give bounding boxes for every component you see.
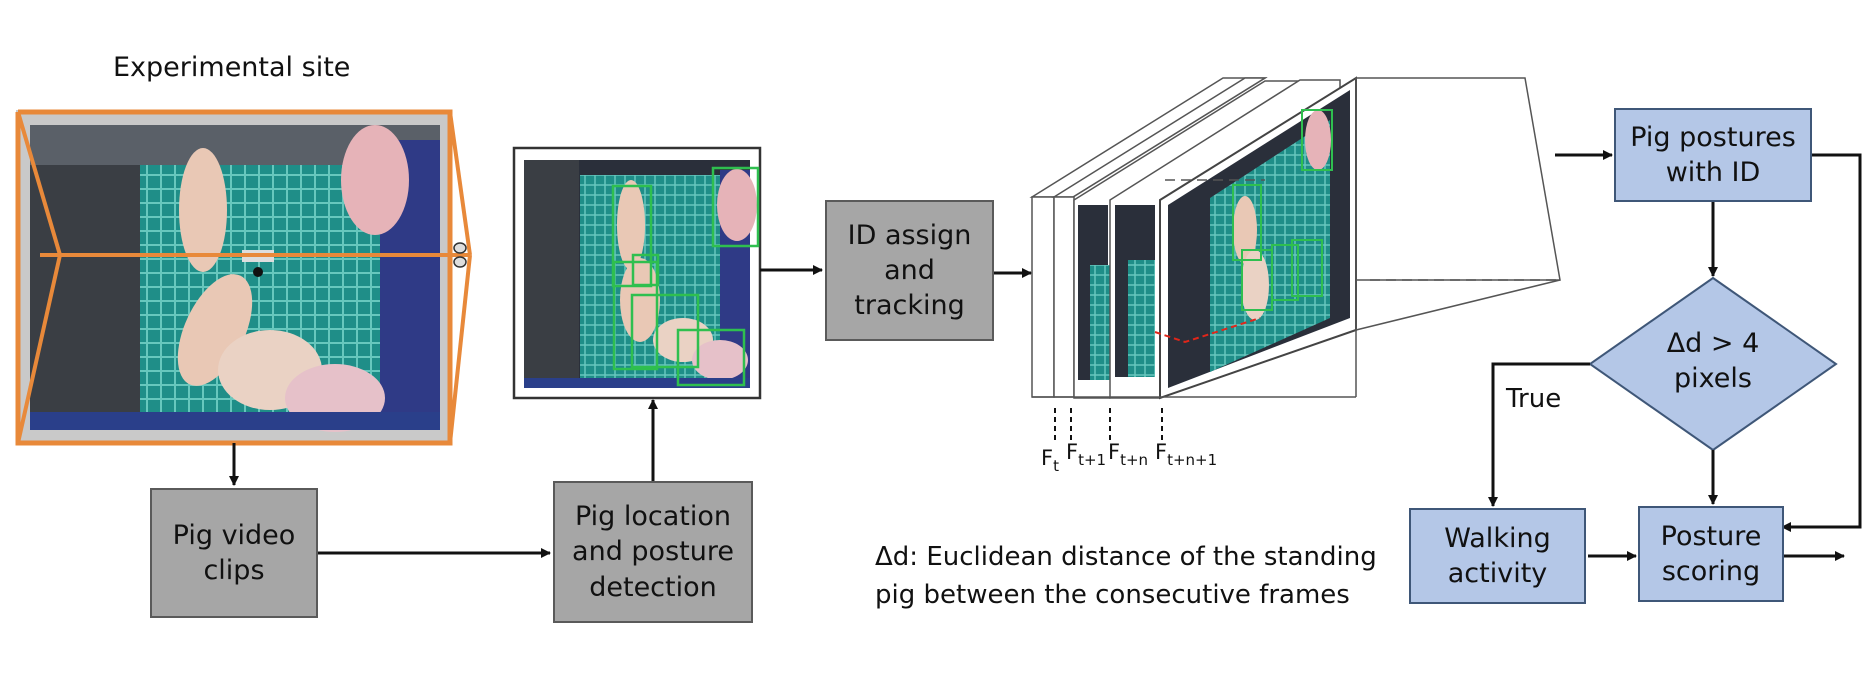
pig-postures-id-box: Pig postures with ID <box>1614 108 1812 202</box>
pig-video-clips-box: Pig video clips <box>150 488 318 618</box>
frames-stack: Ft Ft+1 Ft+n Ft+n+1 <box>1029 76 1561 475</box>
detection-box <box>711 166 760 248</box>
distance-note-line2: pig between the consecutive frames <box>875 580 1350 610</box>
true-label: True <box>1506 384 1562 414</box>
frame-label-t1: Ft+1 <box>1066 440 1106 469</box>
detection-image <box>512 146 762 400</box>
posture-scoring-text: Posture scoring <box>1660 520 1762 587</box>
walking-activity-box: Walking activity <box>1409 508 1586 604</box>
pig-location-box: Pig location and posture detection <box>553 481 753 623</box>
frame-label-t: Ft <box>1041 446 1059 475</box>
id-assign-text: ID assign and tracking <box>847 219 972 322</box>
detection-box <box>612 260 659 371</box>
walking-activity-text: Walking activity <box>1444 522 1551 589</box>
arrow <box>1488 362 1590 507</box>
experimental-site-label: Experimental site <box>113 52 351 83</box>
posture-scoring-box: Posture scoring <box>1638 506 1784 602</box>
decision-text: Δd > 4 pixels <box>1666 328 1760 395</box>
pig-shape <box>179 148 227 272</box>
frame-label-tn1: Ft+n+1 <box>1155 440 1217 469</box>
pig-postures-id-text: Pig postures with ID <box>1630 121 1796 188</box>
pig-location-text: Pig location and posture detection <box>572 501 734 603</box>
pig-shape <box>341 125 409 235</box>
pig-video-clips-text: Pig video clips <box>172 519 296 586</box>
id-assign-box: ID assign and tracking <box>825 200 994 341</box>
frame-label-tn: Ft+n <box>1108 440 1148 469</box>
distance-note-line1: Δd: Euclidean distance of the standing <box>875 542 1377 572</box>
detection-box <box>676 328 746 387</box>
detection-box <box>631 253 660 287</box>
experimental-site-photo <box>15 109 472 446</box>
camera-icon <box>453 242 467 268</box>
arrow <box>1781 153 1862 532</box>
